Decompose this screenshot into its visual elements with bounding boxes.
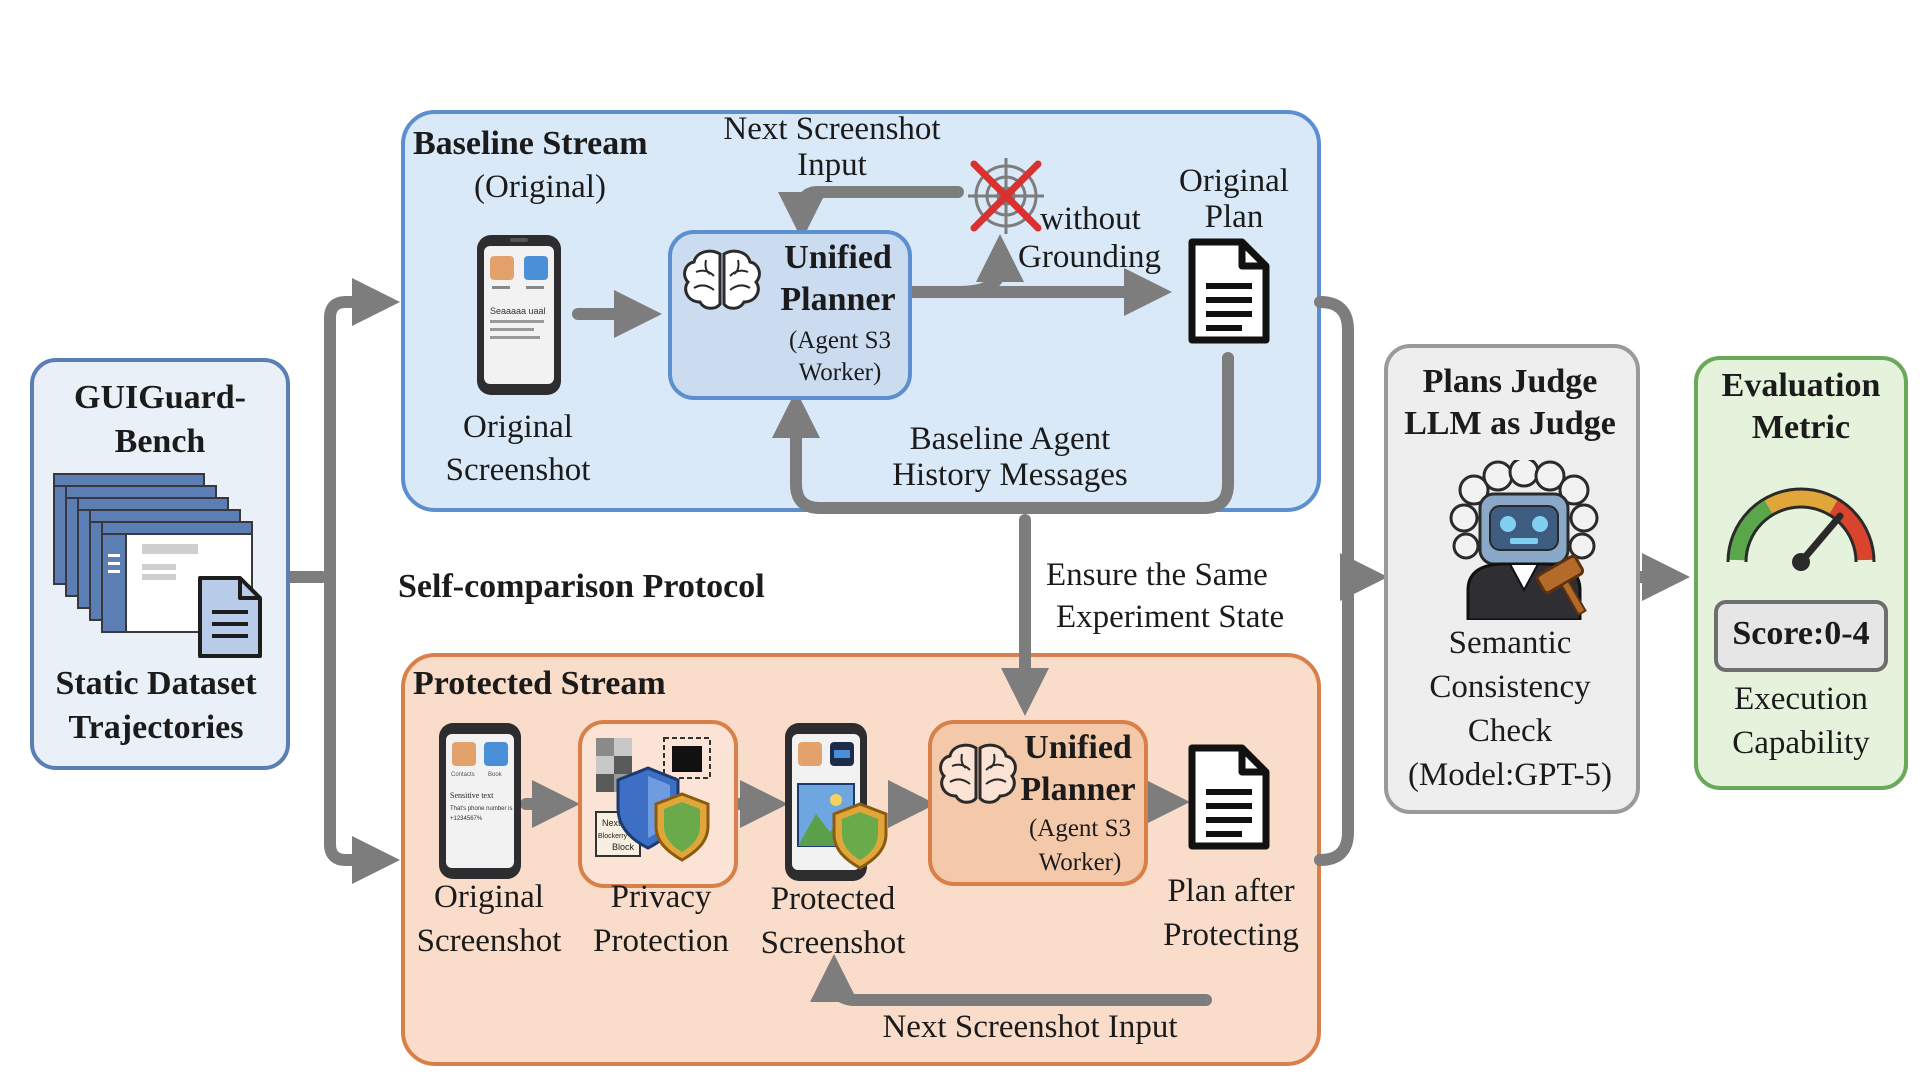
baseline-planner-title-line2: Planner (780, 281, 896, 318)
protected-original-line1: Original (434, 879, 544, 915)
history-messages-line2: History Messages (892, 457, 1128, 493)
original-plan-document-icon (1188, 238, 1270, 344)
gauge-icon (1726, 487, 1876, 571)
metric-title-line1: Evaluation (1721, 367, 1881, 404)
judge-check-line4: (Model:GPT-5) (1407, 757, 1613, 793)
bench-subtitle-line2: Trajectories (68, 709, 244, 746)
protected-screenshot-line2: Screenshot (760, 925, 906, 961)
metric-caption-line2: Capability (1732, 725, 1870, 761)
ensure-state-line1: Ensure the Same (1046, 557, 1268, 593)
protected-brain-icon (939, 743, 1017, 804)
metric-caption-line1: Execution (1734, 681, 1868, 717)
protected-next-screenshot-input: Next Screenshot Input (882, 1009, 1178, 1045)
no-grounding-target-icon (968, 158, 1044, 234)
without-label: without (1040, 201, 1141, 237)
bench-subtitle-line1: Static Dataset (55, 665, 257, 702)
privacy-protection-line1: Privacy (610, 879, 712, 915)
bench-title-line2: Bench (114, 423, 206, 460)
protected-planner-sub-line1: (Agent S3 (1028, 815, 1132, 842)
protected-title: Protected Stream (413, 665, 666, 702)
original-plan-line1: Original (1179, 163, 1289, 199)
protocol-label: Self-comparison Protocol (398, 568, 765, 605)
protected-next-screenshot-arrow (810, 954, 1212, 1006)
dataset-windows-icon (53, 473, 262, 658)
protected-planner-title-line2: Planner (1020, 771, 1136, 808)
baseline-brain-icon (683, 249, 761, 310)
protected-planner-sub-line2: Worker) (1038, 849, 1122, 876)
privacy-shield-icon: Next Blockerry Block (595, 737, 711, 862)
baseline-title: Baseline Stream (413, 125, 648, 162)
judge-check-line2: Consistency (1429, 669, 1591, 705)
baseline-planner-sub-line2: Worker) (798, 359, 882, 386)
planner-to-grounding-arrow (952, 234, 1024, 298)
protected-screenshot-phone-icon (785, 723, 888, 881)
judge-check-line1: Semantic (1448, 625, 1572, 661)
block-label-line3: Block (612, 842, 635, 852)
protected-original-line2: Screenshot (416, 923, 562, 959)
baseline-planner-sub-line1: (Agent S3 (788, 327, 892, 354)
block-label-line1: Next (602, 818, 621, 828)
ensure-state-line2: Experiment State (1056, 599, 1285, 635)
protected-original-phone-icon: Contacts Book Sensitive text That's phon… (439, 723, 521, 879)
judge-title-line2: LLM as Judge (1404, 405, 1616, 442)
plan-after-protecting-document-icon (1188, 744, 1270, 850)
phone-sensitive-detail2: +1234567% (450, 816, 483, 822)
baseline-screenshot-line2: Screenshot (445, 452, 591, 488)
metric-title-line2: Metric (1751, 409, 1851, 446)
history-messages-loop-arrow (772, 352, 1234, 514)
baseline-screenshot-line1: Original (463, 409, 573, 445)
phone-sensitive-detail1: That's phone number is (450, 806, 513, 812)
phone-app-label-contacts: Contacts (451, 772, 475, 778)
baseline-to-judge-connector (1314, 296, 1372, 583)
phone-sensitive-text: Sensitive text (450, 791, 494, 800)
protected-screenshot-line1: Protected (770, 881, 896, 917)
bench-title-line1: GUIGuard- (74, 379, 246, 416)
plan-after-protecting-line2: Protecting (1163, 917, 1299, 953)
history-messages-line1: Baseline Agent (909, 421, 1111, 457)
phone-app-label-book: Book (488, 772, 503, 778)
protected-to-judge-connector (1314, 571, 1372, 866)
bench-to-protected-arrow (324, 571, 400, 884)
judge-title-line1: Plans Judge (1422, 363, 1598, 400)
judge-check-line3: Check (1467, 713, 1553, 749)
robot-judge-icon (1449, 460, 1599, 620)
bench-to-baseline-arrow (324, 278, 400, 583)
score-value: Score:0-4 (1732, 615, 1870, 652)
privacy-protection-line2: Protection (593, 923, 729, 959)
block-label-line2: Blockerry (598, 833, 628, 840)
next-screenshot-input-line2: Input (797, 147, 867, 183)
baseline-planner-title-line1: Unified (784, 239, 892, 276)
next-screenshot-loop-arrow (778, 186, 964, 240)
baseline-phone-icon: Seaaaaa uaal (477, 235, 561, 395)
baseline-subtitle: (Original) (474, 169, 606, 205)
evaluation-metric-box (1694, 356, 1908, 790)
next-screenshot-input-line1: Next Screenshot (723, 111, 941, 147)
grounding-label: Grounding (1018, 239, 1161, 275)
score-badge (1714, 600, 1888, 672)
original-plan-line2: Plan (1204, 199, 1264, 235)
protected-planner-title-line1: Unified (1024, 729, 1132, 766)
plan-after-protecting-line1: Plan after (1167, 873, 1295, 909)
baseline-phone-caption: Seaaaaa uaal (490, 306, 546, 316)
